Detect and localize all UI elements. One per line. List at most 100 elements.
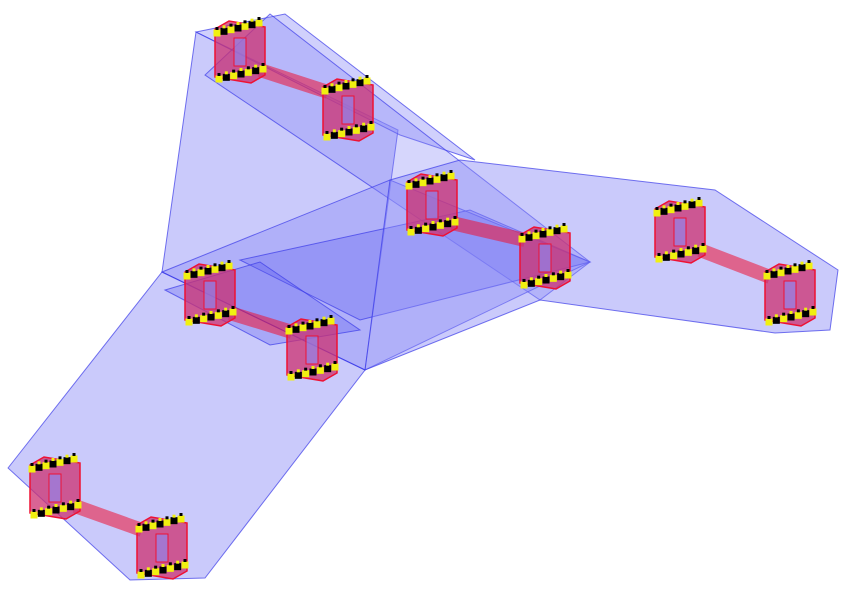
node-marker	[765, 270, 769, 273]
cluster-center-left	[183, 260, 339, 382]
node-marker	[149, 522, 157, 530]
node-marker	[363, 77, 371, 85]
node-marker	[546, 228, 554, 236]
node-marker	[421, 176, 425, 180]
node-marker	[218, 264, 226, 272]
node-marker	[313, 320, 321, 328]
node-marker	[337, 81, 341, 85]
node-marker	[204, 267, 212, 275]
node-marker	[553, 227, 561, 235]
node-marker	[657, 253, 661, 256]
node-strip-top	[285, 315, 335, 335]
node-marker	[244, 68, 252, 76]
node-marker	[179, 513, 183, 516]
node-marker	[345, 128, 353, 136]
node-marker	[809, 308, 817, 316]
cluster-top	[213, 17, 375, 142]
node-marker	[767, 316, 771, 319]
node-marker	[419, 179, 427, 187]
node-marker	[243, 20, 247, 24]
node-marker	[304, 367, 308, 371]
node-marker	[444, 220, 452, 228]
node-marker	[520, 281, 528, 289]
node-strip-bottom	[137, 559, 189, 579]
node-marker	[327, 317, 335, 325]
node-marker	[362, 122, 366, 126]
node-marker	[451, 218, 459, 226]
node-marker	[522, 279, 526, 282]
node-marker	[360, 125, 368, 133]
node-marker	[338, 130, 346, 138]
cell-link	[72, 499, 145, 537]
node-marker	[330, 131, 338, 139]
node-marker	[674, 204, 682, 212]
node-marker	[692, 247, 700, 255]
node-marker	[323, 85, 327, 88]
cluster-bottom-left	[28, 453, 189, 580]
node-marker	[45, 508, 53, 516]
node-marker	[428, 175, 432, 178]
cell-window	[341, 95, 355, 125]
node-marker	[165, 516, 169, 520]
cell-window	[155, 533, 169, 563]
node-marker	[200, 315, 208, 323]
node-marker	[197, 269, 205, 277]
cell-window	[783, 280, 797, 310]
node-marker	[137, 523, 141, 526]
node-marker	[30, 463, 34, 466]
node-marker	[37, 509, 45, 517]
node-strip-bottom	[185, 306, 237, 326]
node-marker	[344, 80, 348, 83]
node-strip-bottom	[287, 361, 339, 381]
node-marker	[416, 224, 420, 228]
node-marker	[449, 170, 453, 173]
node-marker	[56, 458, 64, 466]
node-marker	[686, 246, 690, 250]
node-marker	[215, 27, 219, 30]
node-marker	[664, 251, 668, 255]
node-marker	[804, 307, 808, 311]
node-marker	[342, 82, 350, 90]
node-marker	[170, 517, 178, 525]
node-marker	[299, 324, 307, 332]
node-marker	[61, 502, 65, 506]
node-marker	[183, 272, 191, 280]
cell-link	[450, 216, 527, 247]
node-marker	[679, 248, 683, 251]
node-marker	[534, 229, 538, 233]
node-marker	[683, 200, 687, 204]
node-marker	[655, 207, 659, 210]
node-marker	[289, 371, 293, 374]
node-marker	[227, 260, 231, 263]
node-marker	[72, 453, 76, 456]
node-marker	[311, 366, 315, 369]
node-marker	[701, 243, 705, 246]
cell-link	[697, 243, 773, 284]
node-marker	[239, 68, 243, 71]
node-marker	[551, 272, 555, 276]
node-marker	[542, 276, 550, 284]
node-marker	[322, 316, 326, 320]
node-marker	[215, 75, 223, 83]
node-marker	[791, 265, 799, 273]
node-marker	[414, 178, 418, 182]
node-marker	[63, 457, 71, 465]
node-marker	[447, 172, 455, 180]
node-strip-top	[213, 17, 263, 37]
node-marker	[213, 29, 221, 37]
node-marker	[44, 459, 48, 463]
node-marker	[213, 263, 217, 267]
node-marker	[811, 306, 815, 309]
node-strip-bottom	[215, 63, 267, 83]
node-marker	[529, 277, 533, 281]
node-marker	[42, 462, 50, 470]
node-marker	[142, 523, 150, 531]
node-marker	[518, 235, 526, 243]
node-marker	[185, 318, 193, 326]
node-strip-top	[653, 197, 703, 217]
node-marker	[137, 571, 145, 579]
node-marker	[320, 319, 328, 327]
node-marker	[202, 312, 206, 316]
node-marker	[340, 127, 344, 131]
node-marker	[161, 564, 165, 567]
